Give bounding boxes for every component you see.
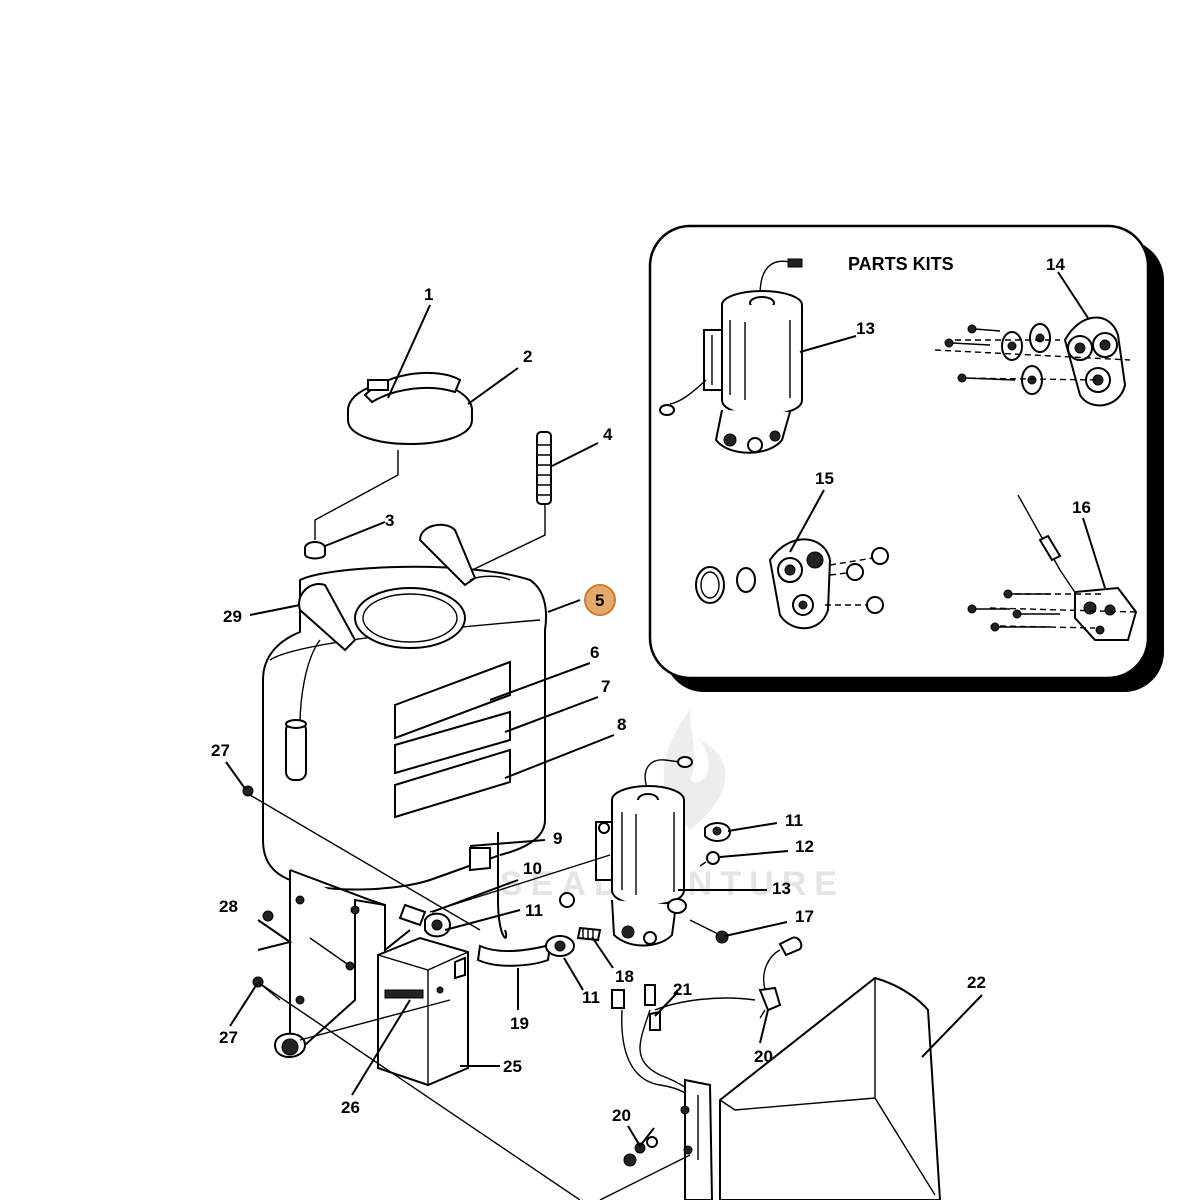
screw-icons bbox=[242, 785, 355, 1001]
callout-27-b: 27 bbox=[219, 1028, 238, 1047]
callout-20-b: 20 bbox=[612, 1106, 631, 1125]
decal-8 bbox=[394, 748, 511, 819]
callout-7: 7 bbox=[601, 677, 610, 696]
kit-title: PARTS KITS bbox=[848, 254, 954, 274]
knob-icon bbox=[304, 541, 326, 560]
reservoir-tank-icon bbox=[262, 523, 548, 939]
callout-2: 2 bbox=[523, 347, 532, 366]
callout-5: 5 bbox=[595, 591, 604, 610]
tank-cap-icon bbox=[314, 371, 473, 540]
leader-lines bbox=[225, 271, 1106, 1148]
callout-26: 26 bbox=[341, 1098, 360, 1117]
callout-13: 13 bbox=[772, 879, 791, 898]
callout-6: 6 bbox=[590, 643, 599, 662]
callout-15: 15 bbox=[815, 469, 834, 488]
decal-6 bbox=[394, 660, 511, 740]
kit-16-icon bbox=[967, 494, 1138, 641]
callout-12: 12 bbox=[795, 837, 814, 856]
wiring-harness-icon bbox=[611, 936, 803, 1200]
callout-22: 22 bbox=[967, 973, 986, 992]
callout-18: 18 bbox=[615, 967, 634, 986]
callout-11-b: 11 bbox=[582, 988, 600, 1007]
battery-box-icon bbox=[377, 936, 469, 1087]
callout-27-a: 27 bbox=[211, 741, 230, 760]
callouts: 1 2 3 4 5 6 7 8 9 10 11 11 11 13 12 13 1… bbox=[211, 255, 1091, 1125]
callout-4: 4 bbox=[603, 425, 613, 444]
callout-25: 25 bbox=[503, 1057, 522, 1076]
highlight-marker bbox=[584, 584, 616, 616]
callout-28: 28 bbox=[219, 897, 238, 916]
callout-13-kit: 13 bbox=[856, 319, 875, 338]
callout-17: 17 bbox=[795, 907, 814, 926]
hose-icon bbox=[398, 892, 602, 967]
mounting-bracket-icon bbox=[273, 869, 411, 1058]
callout-20-a: 20 bbox=[754, 1047, 773, 1066]
callout-1: 1 bbox=[424, 285, 433, 304]
callout-16: 16 bbox=[1072, 498, 1091, 517]
callout-8: 8 bbox=[617, 715, 626, 734]
cover-panel-icon bbox=[719, 976, 942, 1200]
decal-7 bbox=[394, 710, 511, 775]
callout-3: 3 bbox=[385, 511, 394, 530]
pump-motor-icon bbox=[595, 756, 732, 947]
callout-9: 9 bbox=[553, 829, 562, 848]
callout-29: 29 bbox=[223, 607, 242, 626]
kit-14-pulleys-icon bbox=[934, 316, 1131, 407]
callout-5-highlight[interactable]: 5 bbox=[584, 584, 616, 616]
callout-11-a: 11 bbox=[525, 901, 543, 920]
callout-11-c: 11 bbox=[785, 811, 803, 830]
callout-21: 21 bbox=[673, 980, 692, 999]
kit-motor-icon bbox=[659, 258, 803, 454]
callout-10: 10 bbox=[523, 859, 542, 878]
callout-14: 14 bbox=[1046, 255, 1065, 274]
parts-kits-inset: PARTS KITS bbox=[648, 224, 1164, 692]
kit-15-icon bbox=[695, 538, 889, 630]
callout-19: 19 bbox=[510, 1014, 529, 1033]
